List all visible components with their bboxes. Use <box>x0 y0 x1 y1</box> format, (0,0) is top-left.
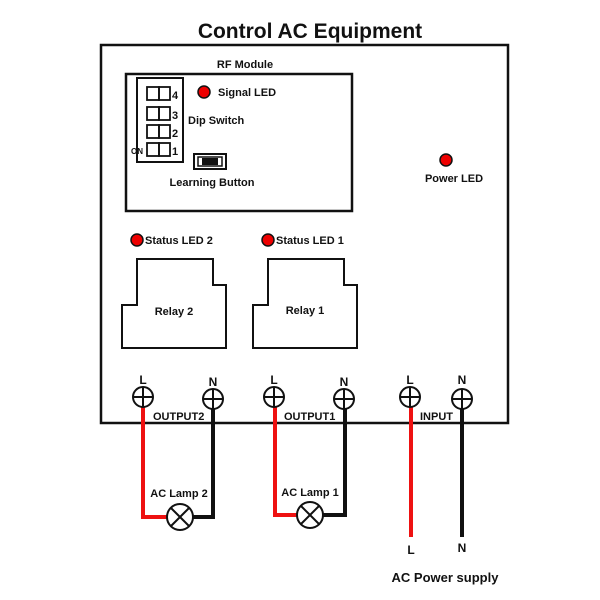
dip-switch-label: Dip Switch <box>188 115 245 127</box>
dip-switch[interactable]: 4 3 2 1 ON <box>131 77 184 163</box>
terminal-output1-l-screw-icon <box>263 386 285 408</box>
dip-switch-2[interactable]: 2 <box>146 124 178 140</box>
lamp-1-icon <box>296 501 324 529</box>
dip-switch-number: 3 <box>172 110 178 122</box>
output1-live-wire <box>273 407 297 517</box>
rf-module-label: RF Module <box>217 59 273 71</box>
dip-switch-number: 2 <box>172 128 178 140</box>
terminal-letter: L <box>406 373 413 387</box>
ac-power-supply-label: AC Power supply <box>392 570 500 585</box>
output1-neutral-wire <box>323 407 347 517</box>
output2-neutral-wire <box>193 407 215 519</box>
power-led-label: Power LED <box>425 173 483 185</box>
lamp-2-icon <box>166 503 194 531</box>
terminal-output2-l-screw-icon <box>132 386 154 408</box>
terminal-letter: N <box>458 373 467 387</box>
controller-box <box>99 43 510 425</box>
supply-neutral-label: N <box>458 541 467 555</box>
terminal-output2-n-screw-icon <box>202 388 224 410</box>
dip-switch-on-label: ON <box>131 147 143 156</box>
dip-switch-1[interactable]: 1 <box>146 142 178 158</box>
lamp-2-label: AC Lamp 2 <box>150 488 207 500</box>
dip-switch-4[interactable]: 4 <box>146 86 179 102</box>
input-label: INPUT <box>420 411 453 423</box>
supply-live-label: L <box>407 543 414 557</box>
learning-button-label: Learning Button <box>170 177 255 189</box>
output2-live-wire <box>141 407 167 519</box>
status-led-2-label: Status LED 2 <box>145 235 213 247</box>
terminal-letter: L <box>270 373 277 387</box>
relay-2-outline <box>121 258 227 349</box>
terminal-letter: N <box>340 375 349 389</box>
rf-module-box <box>124 72 354 213</box>
output2-label: OUTPUT2 <box>153 411 204 423</box>
relay-1-label: Relay 1 <box>286 305 325 317</box>
diagram-title: Control AC Equipment <box>198 20 422 43</box>
learning-button[interactable] <box>193 153 227 170</box>
output1-label: OUTPUT1 <box>284 411 335 423</box>
lamp-1-label: AC Lamp 1 <box>281 487 338 499</box>
dip-switch-number: 1 <box>172 146 178 158</box>
signal-led-icon <box>197 85 211 99</box>
terminal-letter: L <box>139 373 146 387</box>
dip-switch-3[interactable]: 3 <box>146 106 178 122</box>
relay-2-label: Relay 2 <box>155 306 194 318</box>
relay-1-outline <box>252 258 358 349</box>
terminal-input-l-screw-icon <box>399 386 421 408</box>
status-led-2-icon <box>130 233 144 247</box>
status-led-1-icon <box>261 233 275 247</box>
power-led-icon <box>439 153 453 167</box>
dip-switch-housing <box>136 77 184 163</box>
terminal-letter: N <box>209 375 218 389</box>
status-led-1-label: Status LED 1 <box>276 235 344 247</box>
dip-switch-number: 4 <box>172 90 179 102</box>
signal-led-label: Signal LED <box>218 87 276 99</box>
terminal-output1-n-screw-icon <box>333 388 355 410</box>
wires <box>141 407 464 537</box>
terminal-input-n-screw-icon <box>451 388 473 410</box>
